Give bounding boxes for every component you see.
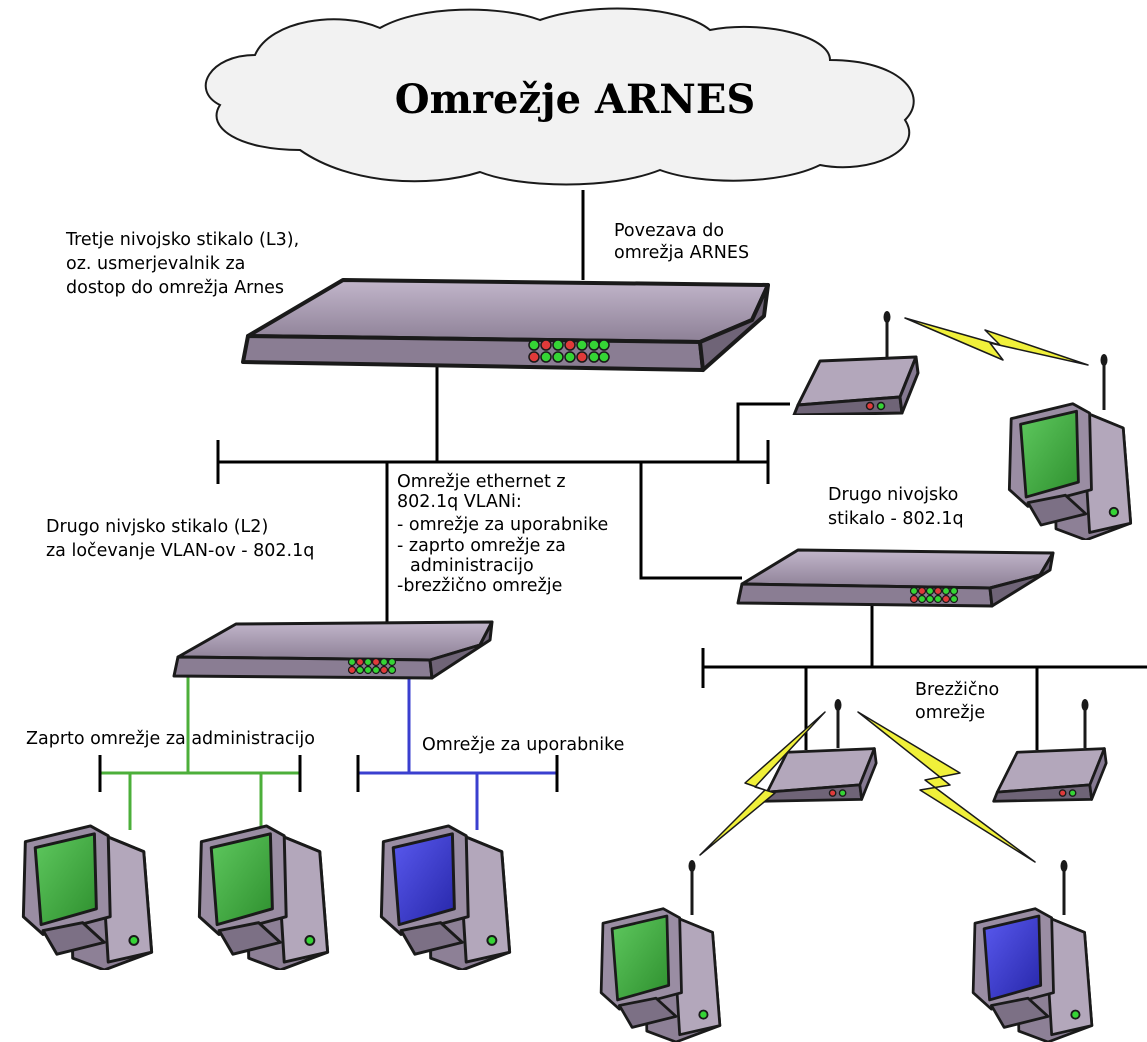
label-line: Brezžično xyxy=(915,680,999,700)
user-bus-ends xyxy=(356,755,559,792)
label-l2-switch-left: Drugo nivjsko stikalo (L2) za ločevanje … xyxy=(46,517,314,561)
label-l3-switch: Tretje nivojsko stikalo (L3), oz. usmerj… xyxy=(65,230,299,298)
l2-switch-left-leds xyxy=(347,657,397,675)
access-point-top xyxy=(792,311,920,415)
admin-vlan-links xyxy=(100,677,300,830)
label-l2-switch-right: Drugo nivojsko stikalo - 802.1q xyxy=(828,485,964,529)
wireless-lightning xyxy=(699,317,1089,863)
computer-wireless-left xyxy=(599,860,722,1042)
label-ethernet: Omrežje ethernet z 802.1q VLANi: - omrež… xyxy=(397,472,608,596)
label-line: administracijo xyxy=(410,556,534,576)
label-admin-network: Zaprto omrežje za administracijo xyxy=(26,729,315,749)
label-line: oz. usmerjevalnik za xyxy=(66,254,245,274)
access-point-middle xyxy=(762,699,878,803)
label-line: Povezava do xyxy=(614,221,724,241)
label-line: - omrežje za uporabnike xyxy=(397,515,608,535)
lightning-bolt-top xyxy=(904,317,1089,366)
l2-switch-right xyxy=(736,548,1055,608)
ethernet-links xyxy=(216,190,1147,750)
label-wireless: Brezžično omrežje xyxy=(915,680,999,723)
lightning-bolt-right xyxy=(857,711,1036,863)
computer-wireless-right xyxy=(971,860,1094,1042)
label-line: 802.1q VLANi: xyxy=(397,492,522,512)
arnes-cloud: Omrežje ARNES xyxy=(204,7,915,186)
label-line: dostop do omrežja Arnes xyxy=(66,278,284,298)
l3-switch xyxy=(241,278,770,372)
admin-bus-ends xyxy=(98,755,302,792)
label-line: Drugo nivjsko stikalo (L2) xyxy=(46,517,268,537)
computer-user-1 xyxy=(379,824,512,970)
label-line: -brezžično omrežje xyxy=(397,576,562,596)
computer-admin-1 xyxy=(21,824,154,970)
right-switch-link xyxy=(639,462,742,580)
label-line: za ločevanje VLAN-ov - 802.1q xyxy=(46,541,314,561)
label-line: Tretje nivojsko stikalo (L3), xyxy=(65,230,299,250)
l3-switch-leds xyxy=(528,339,610,363)
cloud-title: Omrežje ARNES xyxy=(395,76,755,123)
label-line: omrežje xyxy=(915,703,985,723)
computer-admin-2 xyxy=(197,824,330,970)
label-line: Drugo nivojsko xyxy=(828,485,958,505)
label-user-network: Omrežje za uporabnike xyxy=(422,735,624,755)
computer-wireless-top xyxy=(1007,354,1133,540)
label-line: Omrežje ethernet z xyxy=(397,472,566,492)
label-line: - zaprto omrežje za xyxy=(397,536,566,556)
label-line: omrežja ARNES xyxy=(614,243,749,263)
label-line: stikalo - 802.1q xyxy=(828,509,964,529)
lightning-bolt-left xyxy=(699,711,826,856)
ap-top-link xyxy=(736,402,790,462)
access-point-right xyxy=(992,699,1108,803)
user-vlan-links xyxy=(358,677,557,830)
l2-switch-right-leds xyxy=(909,586,959,604)
label-uplink: Povezava do omrežja ARNES xyxy=(614,221,749,263)
l2-switch-left xyxy=(172,620,494,680)
